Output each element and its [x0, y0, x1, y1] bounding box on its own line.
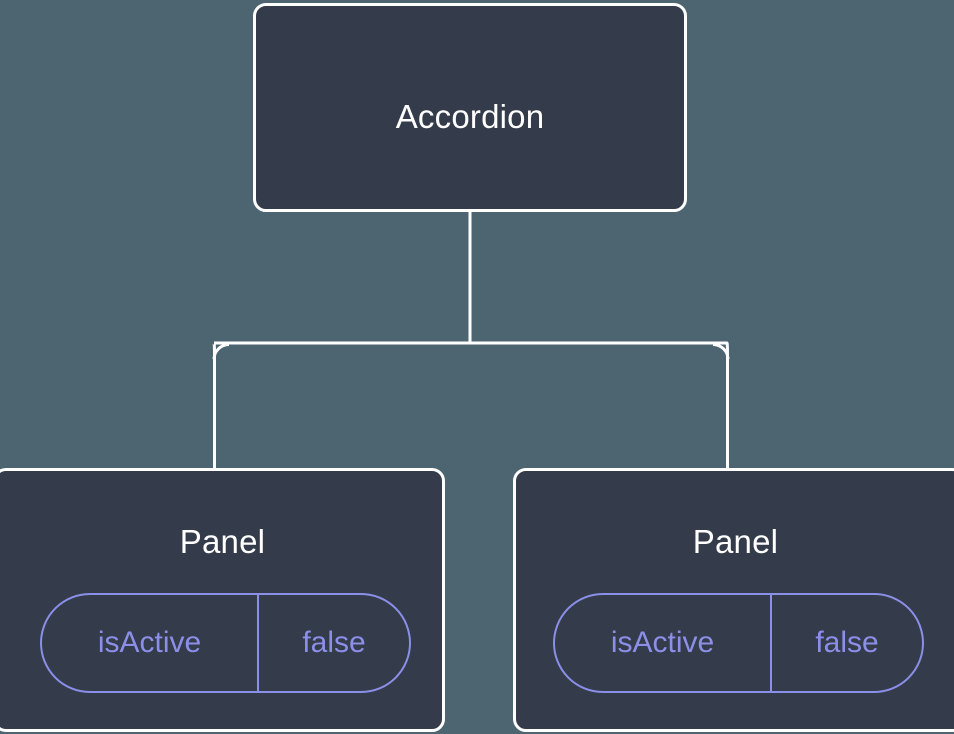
- node-panel-left-label: Panel: [179, 523, 266, 560]
- node-accordion-label: Accordion: [395, 98, 545, 135]
- edge-elbow-left: [212, 343, 230, 360]
- node-panel-right-label: Panel: [692, 523, 779, 560]
- edge-elbow-right: [712, 343, 730, 360]
- node-panel-left[interactable]: Panel isActive false: [0, 468, 445, 732]
- prop-pill-panel-right[interactable]: isActive false: [553, 593, 924, 693]
- edge-to-panel-left: [212, 341, 470, 470]
- prop-key-isactive-left: isActive: [42, 595, 259, 691]
- node-accordion[interactable]: Accordion: [253, 3, 687, 212]
- edge-left-corner-helper: [196, 343, 470, 359]
- prop-pill-panel-left[interactable]: isActive false: [40, 593, 411, 693]
- prop-key-isactive-right: isActive: [555, 595, 772, 691]
- edge-to-panel-right: [470, 341, 729, 470]
- prop-value-isactive-left: false: [302, 626, 366, 659]
- node-panel-right[interactable]: Panel isActive false: [513, 468, 954, 732]
- prop-value-isactive-right: false: [815, 626, 879, 659]
